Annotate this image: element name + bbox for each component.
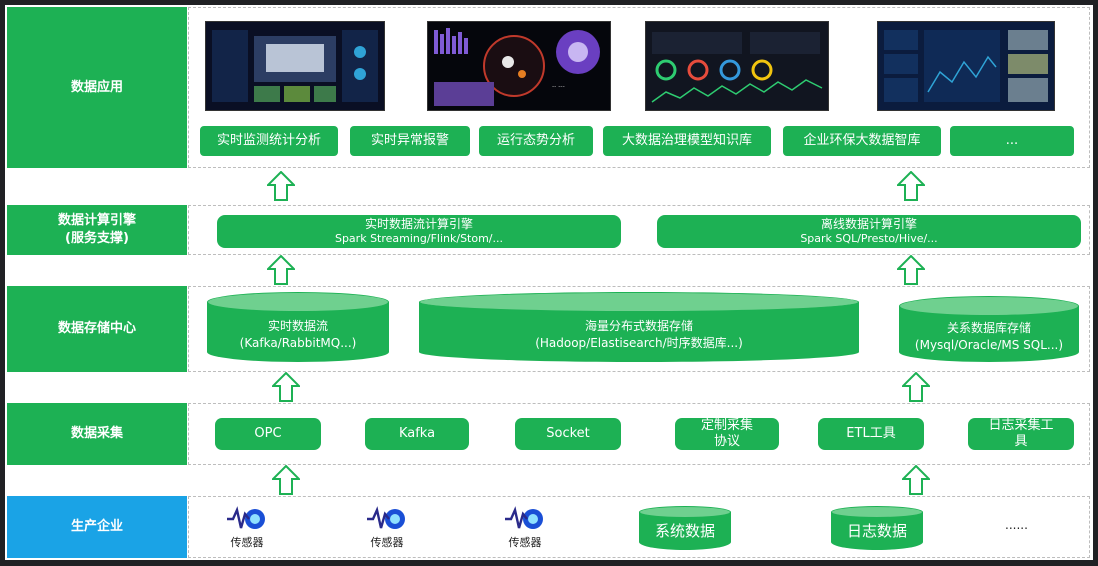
dashboard-thumbnail-trend [645,21,829,111]
compute-zone [188,205,1090,255]
sensor-icon [505,506,543,529]
collector-kafka[interactable]: Kafka [365,418,469,450]
dashboard-thumbnail-monitoring [205,21,385,111]
sensor-2[interactable]: 传感器 [357,506,417,550]
layer-data-collection: 数据采集 OPC Kafka Socket 定制采集协议 ETL工具 日志采集工… [5,403,1093,465]
system-data-cylinder[interactable]: 系统数据 [639,506,731,550]
layer-data-application: 数据应用 [5,7,1093,168]
arrow-up-icon [267,255,295,285]
stream-storage-cylinder[interactable]: 实时数据流 (Kafka/RabbitMQ...) [207,292,389,362]
collection-zone [188,403,1090,465]
layer-label-compute: 数据计算引擎 (服务支撑) [7,205,187,255]
log-data-cylinder[interactable]: 日志数据 [831,506,923,550]
distributed-storage-cylinder[interactable]: 海量分布式数据存储 (Hadoop/Elastisearch/时序数据库...) [419,292,859,362]
layer-label-application: 数据应用 [7,7,187,168]
log-data-label: 日志数据 [846,522,907,540]
arrow-up-icon [267,171,295,201]
offline-engine-title: 离线数据计算引擎 [820,216,917,231]
sensor-icon [367,506,405,529]
arrow-up-icon [897,171,925,201]
dashboard-thumbnail-alarm: -- --- [427,21,611,111]
realtime-compute-engine[interactable]: 实时数据流计算引擎 Spark Streaming/Flink/Stom/... [217,215,621,248]
collector-custom-protocol[interactable]: 定制采集协议 [675,418,779,450]
layer-label-storage: 数据存储中心 [7,286,187,372]
sensor-1[interactable]: 传感器 [217,506,277,550]
offline-engine-sub: Spark SQL/Presto/Hive/... [800,232,938,246]
arrow-up-icon [272,372,300,402]
dashboard-thumbnail-governance [877,21,1055,111]
app-item-realtime-alarm[interactable]: 实时异常报警 [350,126,470,156]
architecture-diagram: 数据应用 [5,5,1093,560]
app-item-governance-model[interactable]: 大数据治理模型知识库 [603,126,771,156]
arrow-up-icon [897,255,925,285]
more-sources: ...... [1005,518,1028,532]
enterprise-zone [188,496,1090,558]
layer-label-collection: 数据采集 [7,403,187,465]
svg-text:-- ---: -- --- [552,83,565,90]
collector-opc[interactable]: OPC [215,418,321,450]
offline-compute-engine[interactable]: 离线数据计算引擎 Spark SQL/Presto/Hive/... [657,215,1081,248]
layer-storage-center: 数据存储中心 实时数据流 (Kafka/RabbitMQ...) 海量分布式数据… [5,286,1093,372]
app-item-enterprise-think-tank[interactable]: 企业环保大数据智库 [783,126,941,156]
distributed-storage-sub: (Hadoop/Elastisearch/时序数据库...) [535,336,743,351]
relational-storage-title: 关系数据库存储 [946,321,1031,335]
realtime-engine-title: 实时数据流计算引擎 [364,216,473,231]
sensor-label: 传感器 [230,536,264,549]
compute-label-line2: (服务支撑) [65,231,129,246]
distributed-storage-title: 海量分布式数据存储 [584,319,693,333]
app-item-realtime-monitoring[interactable]: 实时监测统计分析 [200,126,338,156]
layer-production-enterprise: 生产企业 传感器 传感器 传感器 [5,496,1093,558]
collector-socket[interactable]: Socket [515,418,621,450]
sensor-icon [227,506,265,529]
relational-storage-cylinder[interactable]: 关系数据库存储 (Mysql/Oracle/MS SQL...) [899,296,1079,362]
arrow-up-icon [902,465,930,495]
sensor-label: 传感器 [508,536,542,549]
stream-storage-title: 实时数据流 [267,319,328,333]
collector-log-tool[interactable]: 日志采集工具 [968,418,1074,450]
application-zone [188,7,1090,168]
arrow-up-icon [902,372,930,402]
app-item-trend-analysis[interactable]: 运行态势分析 [479,126,593,156]
storage-zone [188,286,1090,372]
layer-label-enterprise: 生产企业 [7,496,187,558]
system-data-label: 系统数据 [654,522,715,540]
stream-storage-sub: (Kafka/RabbitMQ...) [239,336,357,351]
layer-compute-engine: 数据计算引擎 (服务支撑) 实时数据流计算引擎 Spark Streaming/F… [5,205,1093,255]
sensor-3[interactable]: 传感器 [495,506,555,550]
arrow-up-icon [272,465,300,495]
compute-label-line1: 数据计算引擎 [57,213,136,229]
app-item-more[interactable]: ... [950,126,1074,156]
collector-etl-tool[interactable]: ETL工具 [818,418,924,450]
sensor-label: 传感器 [370,536,404,549]
relational-storage-sub: (Mysql/Oracle/MS SQL...) [914,338,1064,353]
realtime-engine-sub: Spark Streaming/Flink/Stom/... [334,232,504,246]
